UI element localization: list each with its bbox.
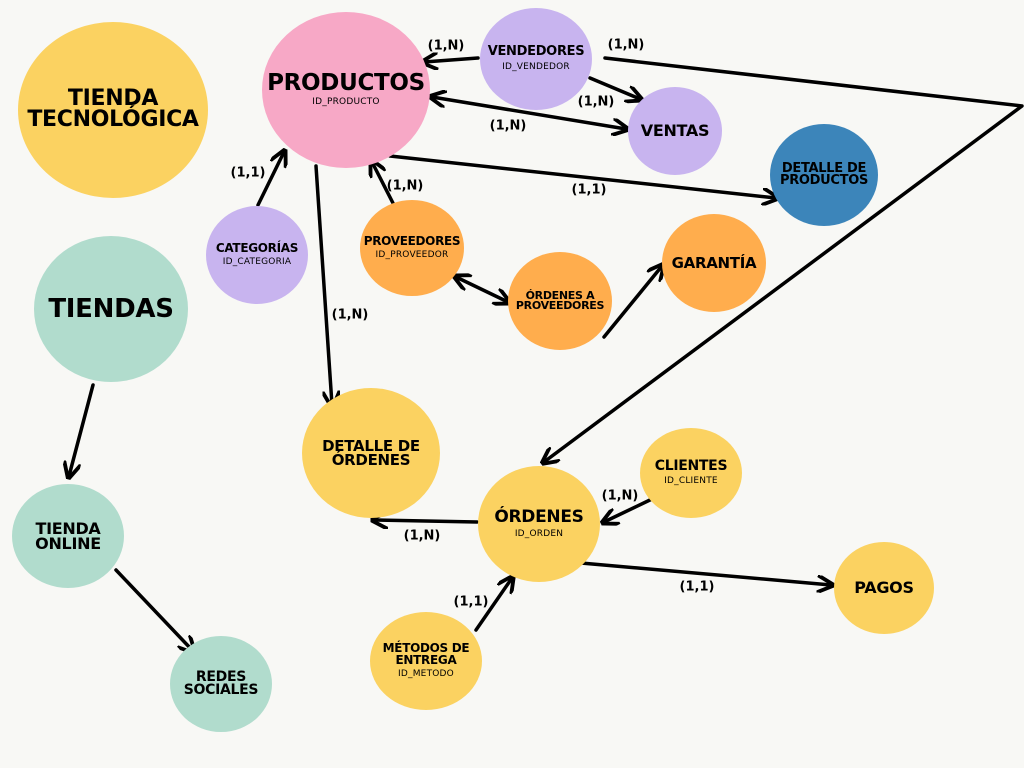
node-tienda-online-title: TIENDA ONLINE <box>35 518 101 553</box>
edge-label-vendedores-ventas: (1,N) <box>577 94 615 110</box>
node-metodos-entrega: MÉTODOS DE ENTREGA ID_METODO <box>370 612 482 710</box>
node-redes-sociales: REDES SOCIALES <box>170 636 272 732</box>
edge-ordenes-proveedores-garantia <box>602 266 662 339</box>
edge-label-vendedores-productos: (1,N) <box>427 38 465 54</box>
edge-metodos-entrega-ordenes <box>474 578 512 632</box>
edge-tienda-online-redes-sociales <box>114 568 193 651</box>
node-garantia: GARANTÍA <box>662 214 766 312</box>
edge-ordenes-detalle-ordenes <box>374 520 479 522</box>
edge-categorias-productos <box>256 152 284 207</box>
node-productos-title: PRODUCTOS <box>267 69 425 96</box>
edge-vendedores-productos <box>424 58 480 62</box>
node-detalle-ordenes-title: DETALLE DE ÓRDENES <box>322 436 420 469</box>
node-tienda-tecnologica: TIENDA TECNOLÓGICA <box>18 22 208 198</box>
edge-productos-detalle-ordenes <box>314 164 332 405</box>
node-detalle-productos: DETALLE DE PRODUCTOS <box>770 124 878 226</box>
node-proveedores: PROVEEDORES ID_PROVEEDOR <box>360 200 464 296</box>
edge-label-proveedores-productos: (1,N) <box>386 178 424 194</box>
node-clientes: CLIENTES ID_CLIENTE <box>640 428 742 518</box>
node-vendedores-title: VENDEDORES <box>487 44 585 60</box>
node-clientes-id: ID_CLIENTE <box>664 476 718 487</box>
edge-label-productos-ventas: (1,N) <box>489 118 527 134</box>
node-vendedores-id: ID_VENDEDOR <box>502 61 570 72</box>
edge-label-vendedores-ordenes: (1,N) <box>607 37 645 53</box>
node-productos-id: ID_PRODUCTO <box>312 97 380 108</box>
edge-label-clientes-ordenes: (1,N) <box>601 488 639 504</box>
edge-proveedores-productos <box>372 162 398 211</box>
node-ordenes-title: ÓRDENES <box>494 507 584 528</box>
node-ordenes-proveedores-title: ÓRDENES A PROVEEDORES <box>515 288 605 312</box>
node-ordenes-proveedores: ÓRDENES A PROVEEDORES <box>508 252 612 350</box>
edge-label-productos-detalle-ordenes: (1,N) <box>331 307 369 323</box>
node-metodos-entrega-id: ID_METODO <box>398 668 454 679</box>
edge-vendedores-ventas <box>588 76 640 99</box>
node-ordenes: ÓRDENES ID_ORDEN <box>478 466 600 582</box>
node-tienda-tecnologica-title: TIENDA TECNOLÓGICA <box>27 86 199 132</box>
node-clientes-title: CLIENTES <box>654 457 728 474</box>
node-productos: PRODUCTOS ID_PRODUCTO <box>262 12 430 168</box>
edge-label-ordenes-detalle-ordenes: (1,N) <box>403 528 441 544</box>
edge-label-ordenes-pagos: (1,1) <box>679 579 715 595</box>
node-categorias-title: CATEGORÍAS <box>215 240 299 255</box>
edge-vendedores-ordenes <box>544 56 1024 462</box>
node-redes-sociales-title: REDES SOCIALES <box>183 668 259 698</box>
node-ventas: VENTAS <box>628 87 722 175</box>
node-categorias: CATEGORÍAS ID_CATEGORIA <box>206 206 308 304</box>
node-tienda-online: TIENDA ONLINE <box>12 484 124 588</box>
node-categorias-id: ID_CATEGORIA <box>222 257 292 268</box>
edge-clientes-ordenes <box>604 497 654 522</box>
edge-proveedores-ordenes-proveedores <box>456 277 508 302</box>
node-detalle-ordenes: DETALLE DE ÓRDENES <box>302 388 440 518</box>
edge-productos-detalle-productos <box>388 154 776 198</box>
node-garantia-title: GARANTÍA <box>671 253 757 272</box>
node-pagos: PAGOS <box>834 542 934 634</box>
node-proveedores-id: ID_PROVEEDOR <box>375 250 449 261</box>
edge-label-categorias-productos: (1,1) <box>230 165 266 181</box>
edge-productos-ventas <box>432 97 626 129</box>
node-tiendas: TIENDAS <box>34 236 188 382</box>
node-ordenes-id: ID_ORDEN <box>514 528 564 539</box>
node-tiendas-title: TIENDAS <box>48 293 174 324</box>
edge-label-productos-detalle-productos: (1,1) <box>571 182 607 198</box>
node-ventas-title: VENTAS <box>640 121 710 141</box>
node-proveedores-title: PROVEEDORES <box>363 233 461 248</box>
edge-ordenes-pagos <box>579 561 831 585</box>
node-pagos-title: PAGOS <box>854 578 914 598</box>
node-detalle-productos-title: DETALLE DE PRODUCTOS <box>779 160 869 188</box>
node-metodos-entrega-title: MÉTODOS DE ENTREGA <box>382 641 470 667</box>
node-vendedores: VENDEDORES ID_VENDEDOR <box>480 8 592 110</box>
edge-label-metodos-entrega-ordenes: (1,1) <box>453 594 489 610</box>
edge-tiendas-tienda-online <box>69 383 95 476</box>
